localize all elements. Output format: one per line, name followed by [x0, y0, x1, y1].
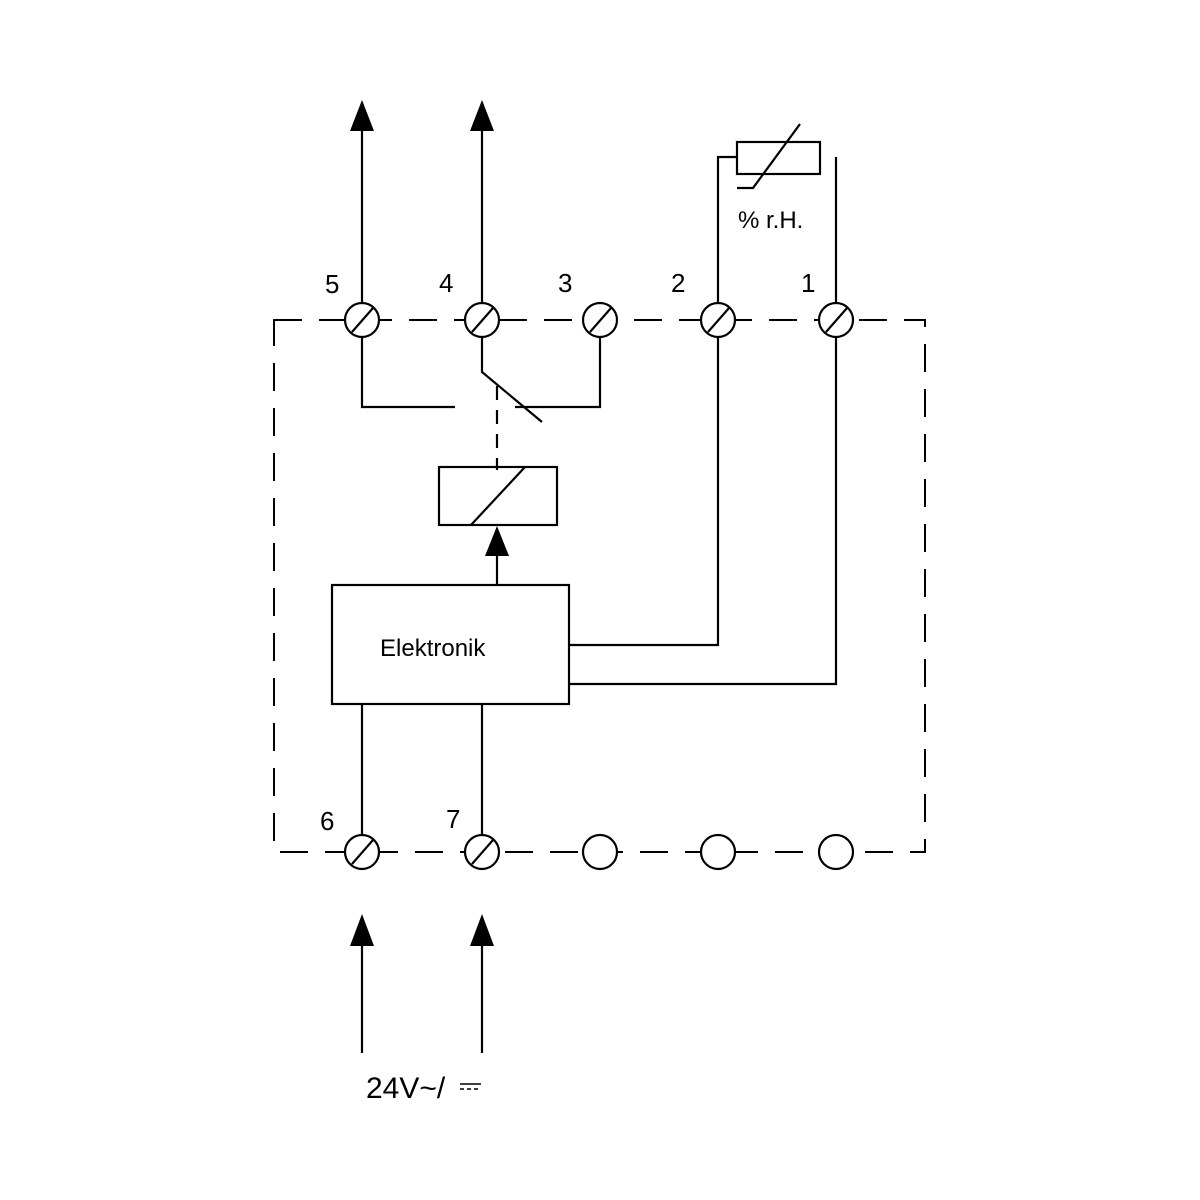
supply-label: 24V~/ — [366, 1072, 446, 1105]
relay-coil — [437, 465, 559, 527]
terminal-label-7: 7 — [446, 804, 460, 834]
terminal-3 — [581, 301, 619, 339]
wire-terminal-2 — [569, 337, 720, 647]
terminal-label-6: 6 — [320, 806, 334, 836]
electronics-label: Elektronik — [380, 635, 486, 662]
terminal-label-1: 1 — [801, 268, 815, 298]
supply-arrow-terminal-6 — [350, 914, 374, 1053]
terminal-unused-c — [817, 833, 855, 871]
terminal-4 — [463, 301, 501, 339]
control-arrow — [485, 526, 509, 585]
terminal-1 — [817, 301, 855, 339]
terminal-label-5: 5 — [325, 269, 339, 299]
terminal-label-4: 4 — [439, 268, 453, 298]
terminal-5 — [343, 301, 381, 339]
wire-terminal-1 — [569, 337, 838, 686]
output-arrow-terminal-4 — [470, 100, 494, 302]
terminal-7 — [463, 833, 501, 871]
terminal-label-2: 2 — [671, 268, 685, 298]
terminal-unused-b — [699, 833, 737, 871]
relay-contact — [360, 337, 602, 470]
terminal-2 — [699, 301, 737, 339]
humidity-sensor — [716, 123, 838, 302]
dc-symbol-icon — [460, 1083, 481, 1090]
output-arrow-terminal-5 — [350, 100, 374, 302]
sensor-label: % r.H. — [738, 207, 803, 234]
terminal-label-3: 3 — [558, 268, 572, 298]
supply-arrow-terminal-7 — [470, 914, 494, 1053]
terminal-unused-a — [581, 833, 619, 871]
terminal-6 — [343, 833, 381, 871]
